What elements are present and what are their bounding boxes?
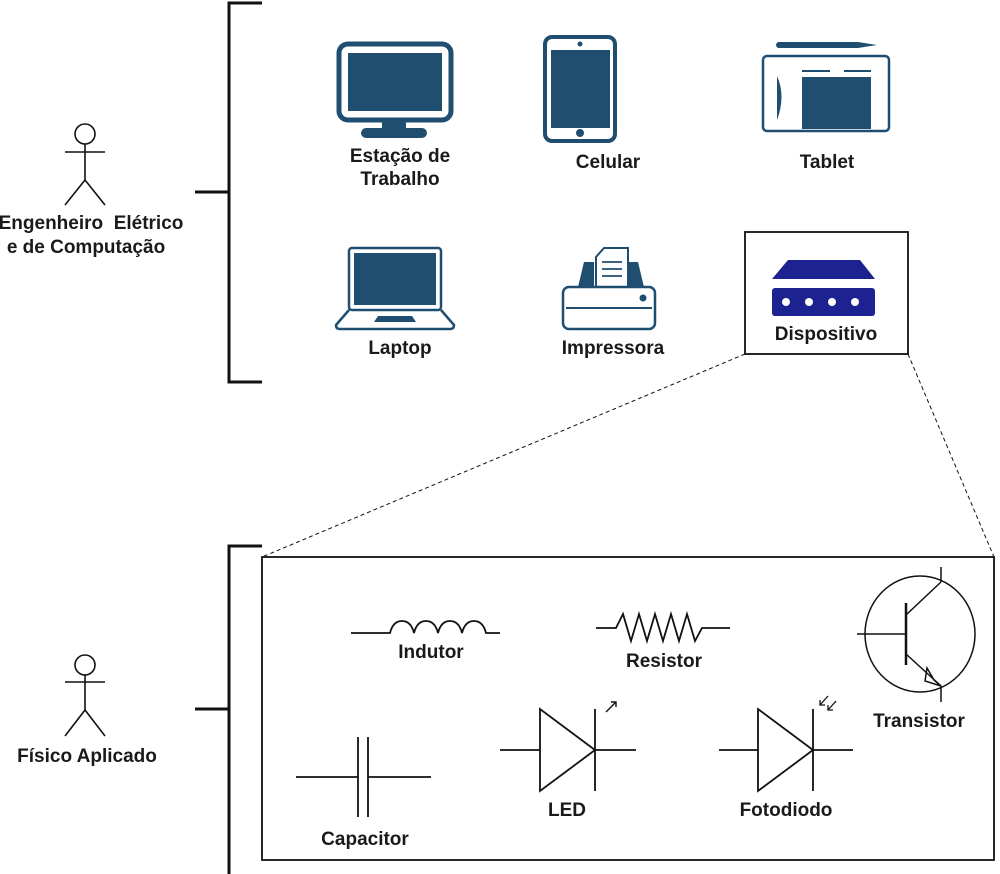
led-symbol-icon	[500, 701, 636, 793]
component-label: Fotodiodo	[740, 800, 833, 821]
printer-icon	[561, 247, 657, 331]
device-label: Impressora	[562, 338, 665, 359]
component-photodiode: Fotodiodo	[719, 695, 853, 821]
zoom-connector	[261, 353, 995, 558]
device-label: Laptop	[368, 338, 431, 359]
component-label: Transistor	[873, 711, 965, 732]
device-label: Celular	[576, 152, 641, 173]
component-label: Resistor	[626, 651, 703, 672]
component-label: LED	[548, 800, 586, 821]
components-box	[261, 556, 995, 861]
component-transistor: Transistor	[857, 567, 976, 732]
actor-label-line2: e de Computação	[7, 237, 165, 258]
actor-label-line1: Engenheiro Elétrico	[0, 213, 183, 234]
resistor-symbol-icon	[596, 610, 730, 645]
bracket-bottom	[195, 544, 262, 874]
device-laptop: Laptop	[334, 246, 456, 359]
bracket-top	[195, 1, 262, 384]
phone-icon	[543, 35, 617, 143]
device-label-line1: Estação de	[350, 146, 450, 167]
tablet-icon	[761, 42, 891, 133]
component-resistor: Resistor	[596, 610, 730, 672]
transistor-symbol-icon	[857, 567, 976, 702]
photodiode-symbol-icon	[719, 695, 853, 793]
capacitor-symbol-icon	[296, 737, 431, 817]
actor-applied-physicist: Físico Aplicado	[17, 654, 157, 767]
inductor-symbol-icon	[351, 620, 500, 634]
device-label: Tablet	[800, 152, 855, 173]
monitor-icon	[336, 41, 454, 138]
component-label: Indutor	[398, 642, 464, 663]
device-label-line2: Trabalho	[360, 169, 439, 190]
stick-figure-icon	[64, 654, 106, 737]
component-led: LED	[500, 701, 636, 821]
component-label: Capacitor	[321, 829, 409, 850]
laptop-icon	[334, 246, 456, 331]
device-label: Dispositivo	[775, 324, 877, 345]
device-printer: Impressora	[561, 247, 665, 359]
actor-label: Físico Aplicado	[17, 746, 157, 767]
component-capacitor: Capacitor	[296, 737, 431, 850]
component-inductor: Indutor	[351, 620, 500, 663]
stick-figure-icon	[64, 123, 106, 206]
device-workstation: Estação de Trabalho	[336, 41, 454, 190]
device-dispositivo: Dispositivo	[744, 231, 909, 355]
device-icon	[772, 260, 875, 316]
actor-electrical-engineer: Engenheiro Elétrico e de Computação	[0, 123, 183, 258]
device-phone: Celular	[543, 35, 641, 173]
device-tablet: Tablet	[761, 42, 891, 173]
